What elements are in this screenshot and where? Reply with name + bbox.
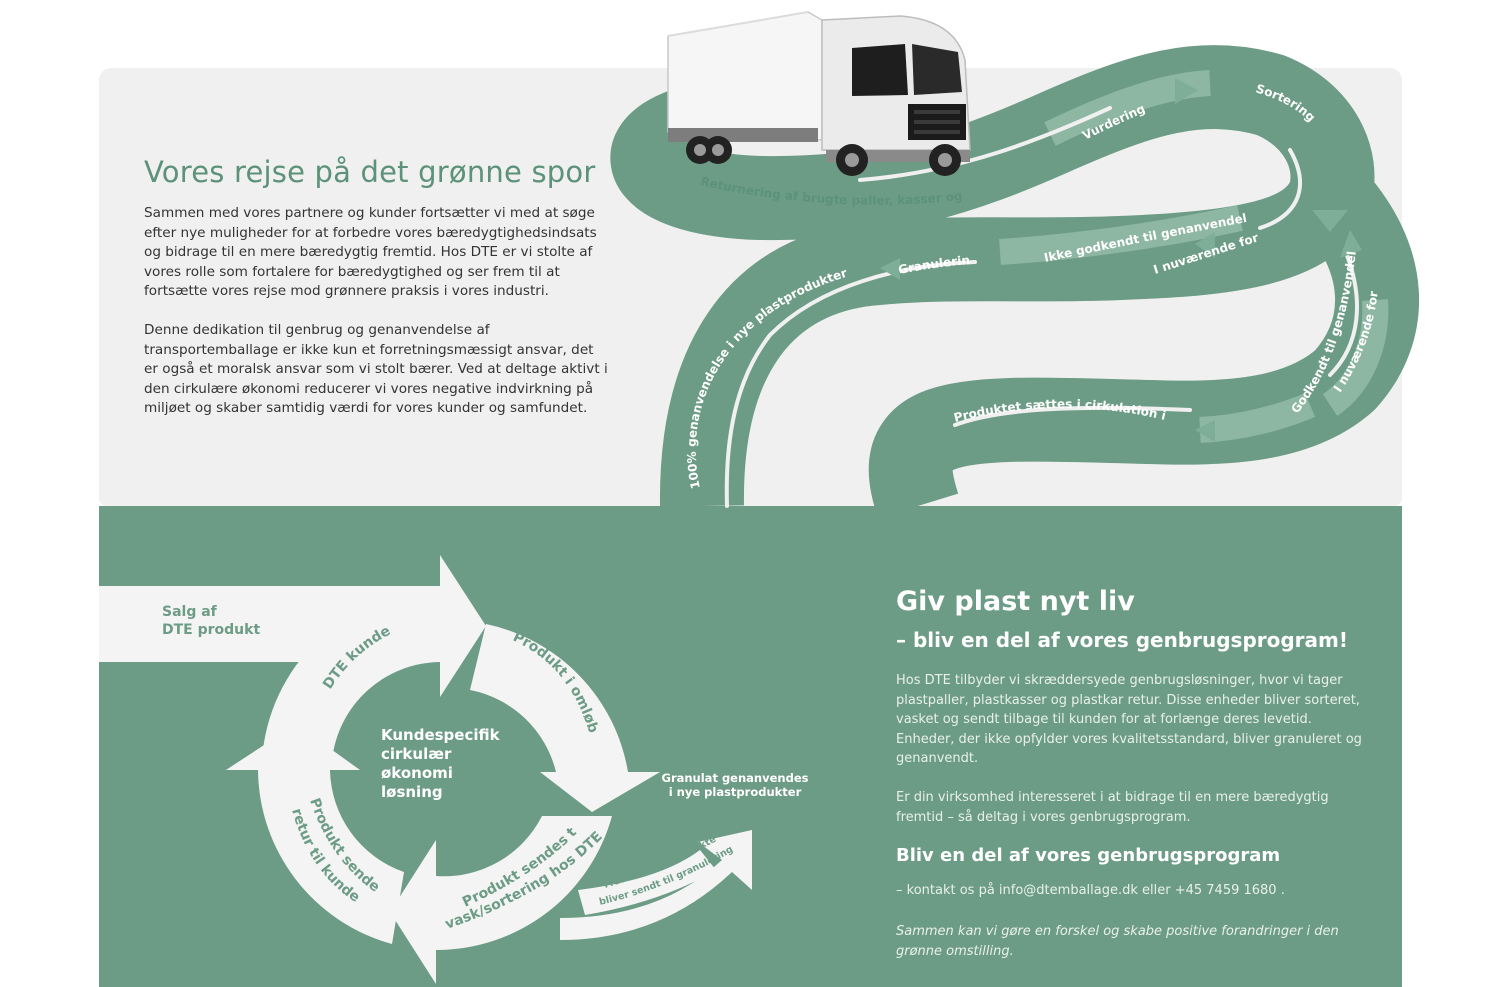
cycle-granulate-line1: Granulat genanvendes — [662, 771, 809, 785]
cycle-granulate-line2: i nye plastprodukter — [669, 785, 802, 799]
cycle-center-line2: cirkulær — [381, 745, 452, 763]
cycle-center-line4: løsning — [381, 783, 443, 801]
truck-icon — [667, 11, 971, 176]
cycle-center-line1: Kundespecifik — [381, 726, 501, 744]
cycle-center-line3: økonomi — [381, 764, 453, 782]
cta-contact-line[interactable]: – kontakt os på info@dtemballage.dk elle… — [896, 883, 1285, 898]
intro-paragraph-2: Denne dedikation til genbrug og genanven… — [144, 322, 608, 417]
cta-subtitle: – bliv en del af vores genbrugsprogram! — [896, 628, 1349, 652]
cycle-entry-label-line2: DTE produkt — [162, 622, 260, 638]
cta-closing-line: Sammen kan vi gøre en forskel og skabe p… — [896, 924, 1339, 959]
cta-heading: Bliv en del af vores genbrugsprogram — [896, 845, 1281, 866]
cta-paragraph-2: Er din virksomhed interesseret i at bidr… — [896, 790, 1329, 825]
intro-paragraph-1: Sammen med vores partnere og kunder fort… — [144, 205, 597, 300]
cta-paragraph-1: Hos DTE tilbyder vi skræddersyede genbru… — [896, 673, 1362, 766]
cycle-entry-label-line1: Salg af — [162, 604, 218, 620]
journey-road — [610, 45, 1419, 519]
cycle-diagram — [99, 555, 752, 984]
cta-title: Giv plast nyt liv — [896, 586, 1135, 617]
page-title: Vores rejse på det grønne spor — [144, 155, 596, 189]
